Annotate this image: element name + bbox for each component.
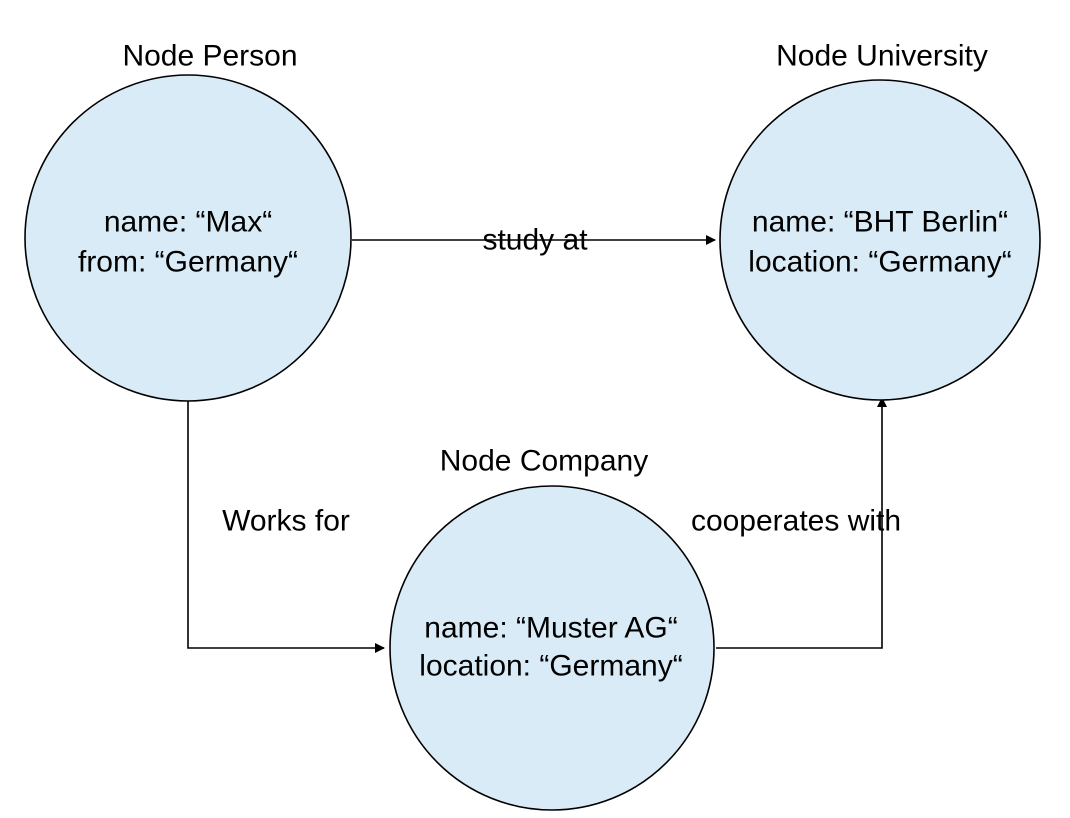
node-university-name: name: “BHT Berlin“ (752, 206, 1008, 239)
edge-cooperates-with-label: cooperates with (691, 505, 901, 538)
edge-cooperates-with (716, 397, 887, 649)
node-university[interactable]: Node University name: “BHT Berlin“ locat… (719, 40, 1041, 401)
node-person-name: name: “Max“ (104, 206, 272, 239)
node-person-title: Node Person (122, 40, 297, 73)
node-company-name: name: “Muster AG“ (424, 612, 677, 645)
node-person-from: from: “Germany“ (78, 246, 298, 279)
node-university-title: Node University (776, 40, 988, 73)
node-company[interactable]: Node Company name: “Muster AG“ location:… (389, 445, 715, 811)
edge-works-for (187, 398, 385, 653)
node-person-circle (24, 74, 352, 402)
edge-cooperates-with-line (716, 397, 887, 649)
node-company-location: location: “Germany“ (419, 650, 682, 683)
node-university-circle (719, 79, 1041, 401)
node-company-circle (389, 485, 715, 811)
node-company-title: Node Company (440, 445, 648, 478)
node-university-location: location: “Germany“ (748, 246, 1011, 279)
node-person[interactable]: Node Person name: “Max“ from: “Germany“ (24, 40, 352, 402)
edge-works-for-line (187, 398, 385, 653)
edge-study-at-label: study at (482, 224, 588, 257)
edge-works-for-label: Works for (222, 505, 350, 538)
